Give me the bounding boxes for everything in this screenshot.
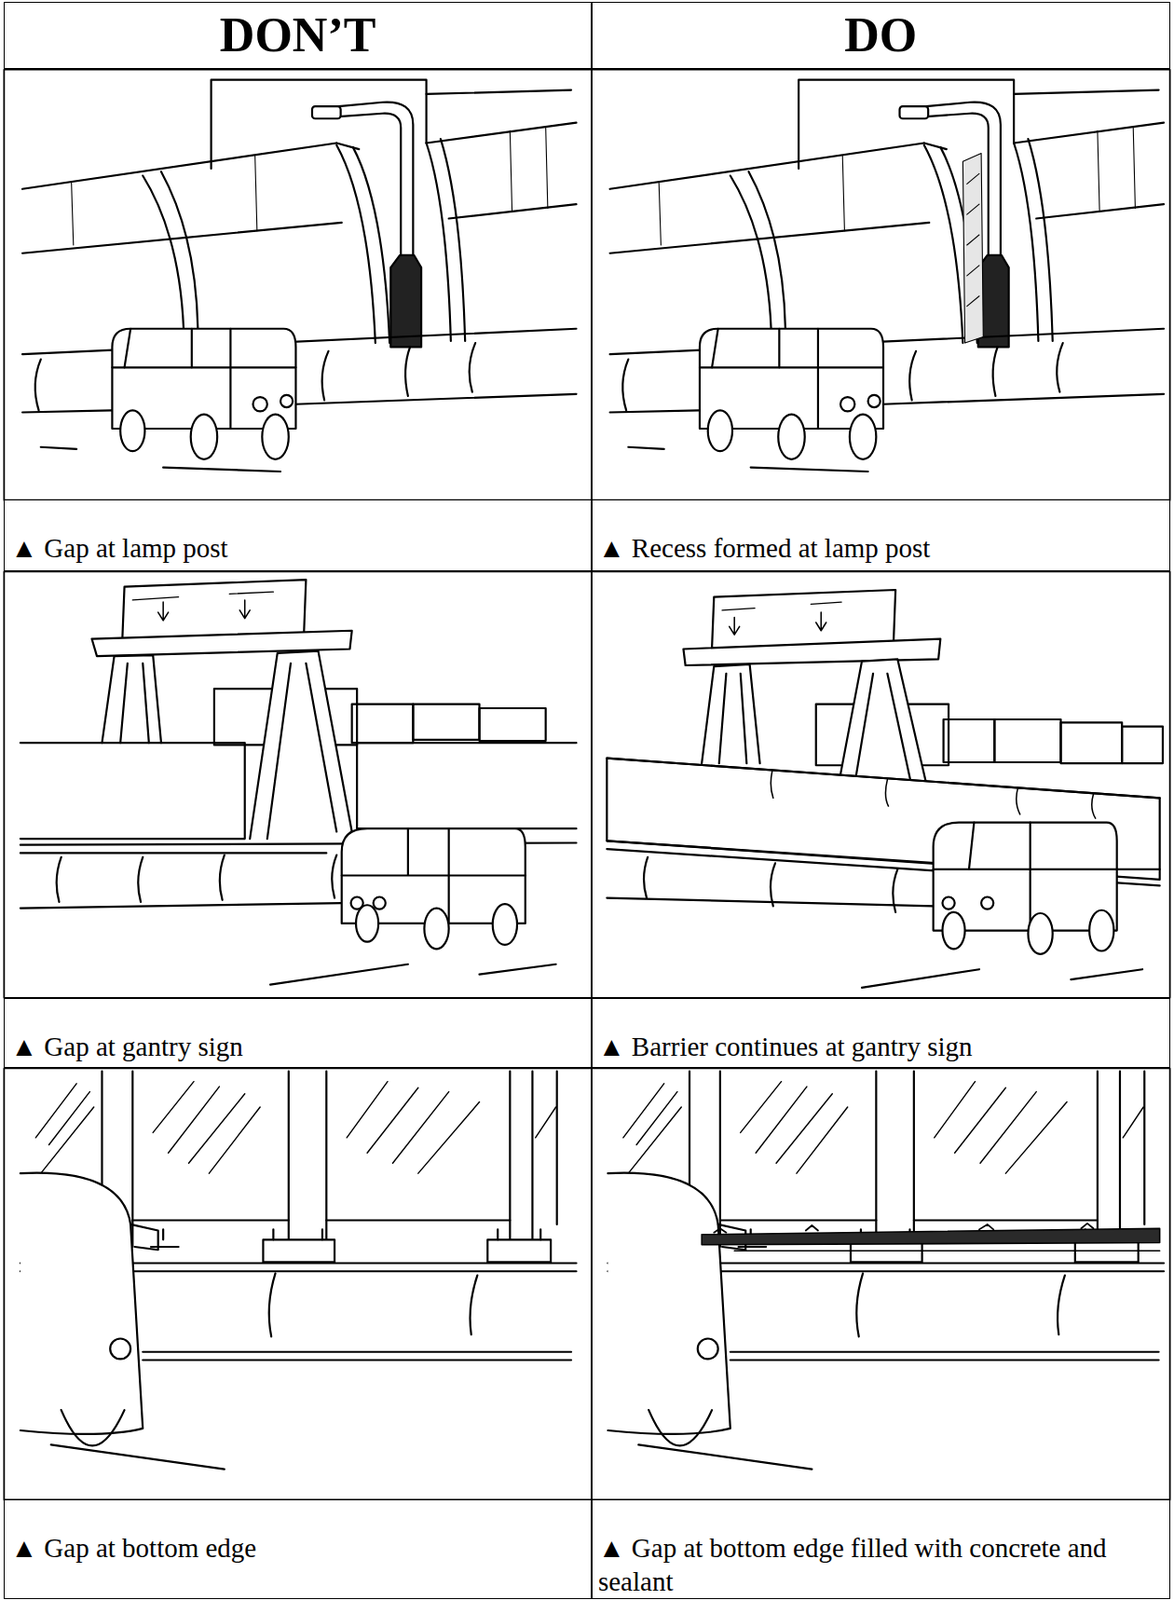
lamp-post-sketch [22, 80, 576, 472]
lamp-post-sketch [610, 80, 1164, 472]
caption-text: ▲ Barrier continues at gantry sign [598, 1030, 1164, 1064]
recess-shading [962, 152, 983, 343]
caption-text: ▲ Gap at lamp post [10, 532, 586, 565]
concrete-sealant-fill [701, 1223, 1161, 1252]
caption-cell: ▲ Gap at bottom edge filled with concret… [591, 1499, 1171, 1599]
bottom-gap-sketch [20, 1071, 577, 1470]
caption-text: ▲ Gap at bottom edge filled with concret… [598, 1531, 1164, 1598]
caption-text: ▲ Gap at bottom edge [10, 1531, 586, 1565]
column-heading-cell: DO [591, 1, 1171, 69]
bottom-filled-sketch [607, 1071, 1164, 1470]
caption-cell: ▲ Gap at lamp post [3, 499, 592, 572]
gantry-gap-sketch [20, 579, 577, 985]
caption-cell: ▲ Barrier continues at gantry sign [591, 997, 1171, 1069]
table-grid [3, 69, 1170, 1501]
caption-text: ▲ Recess formed at lamp post [598, 532, 1164, 565]
gantry-continuous-sketch [606, 589, 1163, 988]
caption-text: ▲ Gap at gantry sign [10, 1030, 586, 1064]
column-heading-cell: DON’T [3, 1, 592, 69]
caption-cell: ▲ Gap at gantry sign [3, 997, 592, 1069]
caption-cell: ▲ Recess formed at lamp post [591, 499, 1171, 572]
caption-cell: ▲ Gap at bottom edge [3, 1499, 592, 1599]
column-heading: DO [844, 11, 917, 60]
column-heading: DON’T [219, 11, 377, 60]
